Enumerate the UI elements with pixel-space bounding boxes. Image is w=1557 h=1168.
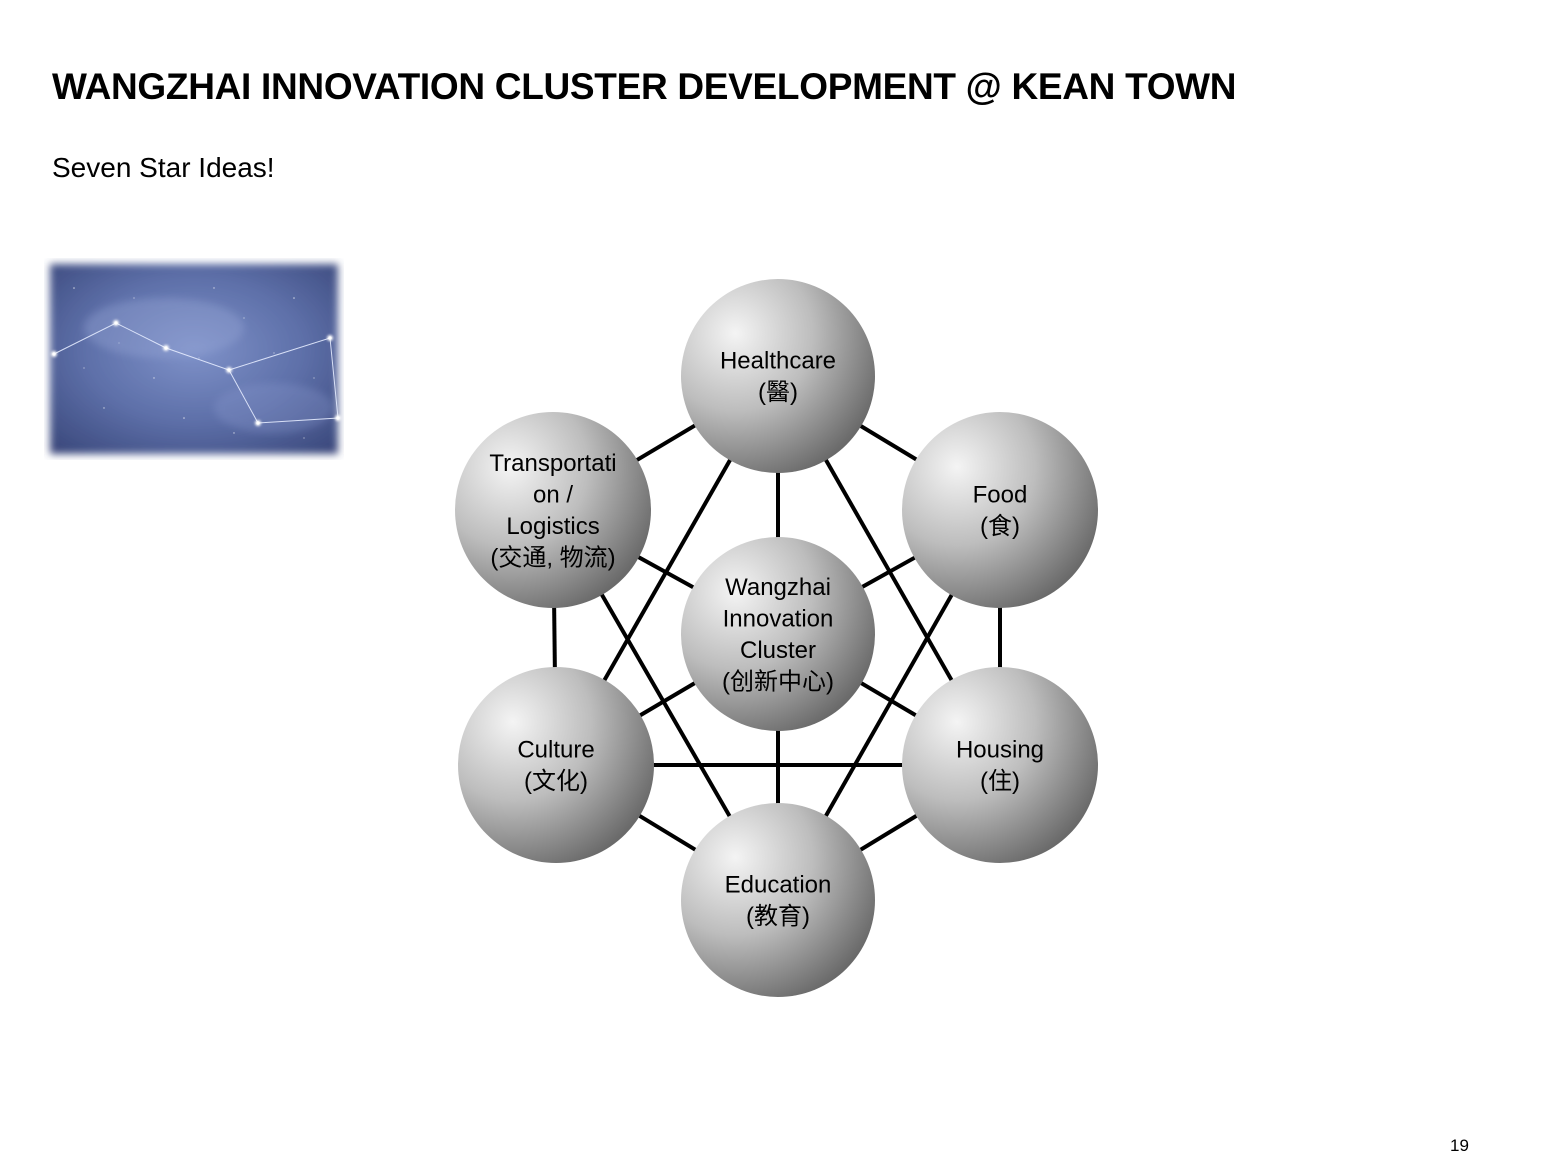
node-food-sphere [902,412,1098,608]
node-center-label: Innovation [723,605,834,632]
node-healthcare-sphere [681,279,875,473]
node-housing-label: (住) [980,768,1020,795]
node-culture-label: (文化) [524,768,588,795]
node-education-sphere [681,803,875,997]
node-center-label: Cluster [740,637,816,664]
node-transportation-label: on / [533,481,573,508]
page-number: 19 [1450,1136,1469,1155]
page-subtitle: Seven Star Ideas! [52,152,275,183]
node-transportation: Transportati on / Logistics (交通, 物流) [455,412,651,608]
node-transportation-label: Transportati [489,450,616,477]
node-culture: Culture (文化) [458,667,654,863]
node-healthcare-label: (醫) [758,379,798,406]
node-housing: Housing (住) [902,667,1098,863]
node-housing-sphere [902,667,1098,863]
node-transportation-label: Logistics [506,513,599,540]
page-title: WANGZHAI INNOVATION CLUSTER DEVELOPMENT … [52,66,1237,107]
node-education: Education (教育) [681,803,875,997]
node-education-label: Education [725,871,832,898]
node-center-label: Wangzhai [725,574,831,601]
node-culture-sphere [458,667,654,863]
node-food-label: Food [973,481,1028,508]
node-food-label: (食) [980,513,1020,540]
node-education-label: (教育) [746,903,810,930]
node-center-sphere [681,537,875,731]
node-healthcare: Healthcare (醫) [681,279,875,473]
node-center-label: (创新中心) [722,668,834,695]
node-housing-label: Housing [956,736,1044,763]
constellation-image [50,264,341,454]
node-culture-label: Culture [517,736,594,763]
node-transportation-sphere [455,412,651,608]
node-food: Food (食) [902,412,1098,608]
node-transportation-label: (交通, 物流) [490,544,615,571]
node-healthcare-label: Healthcare [720,347,836,374]
